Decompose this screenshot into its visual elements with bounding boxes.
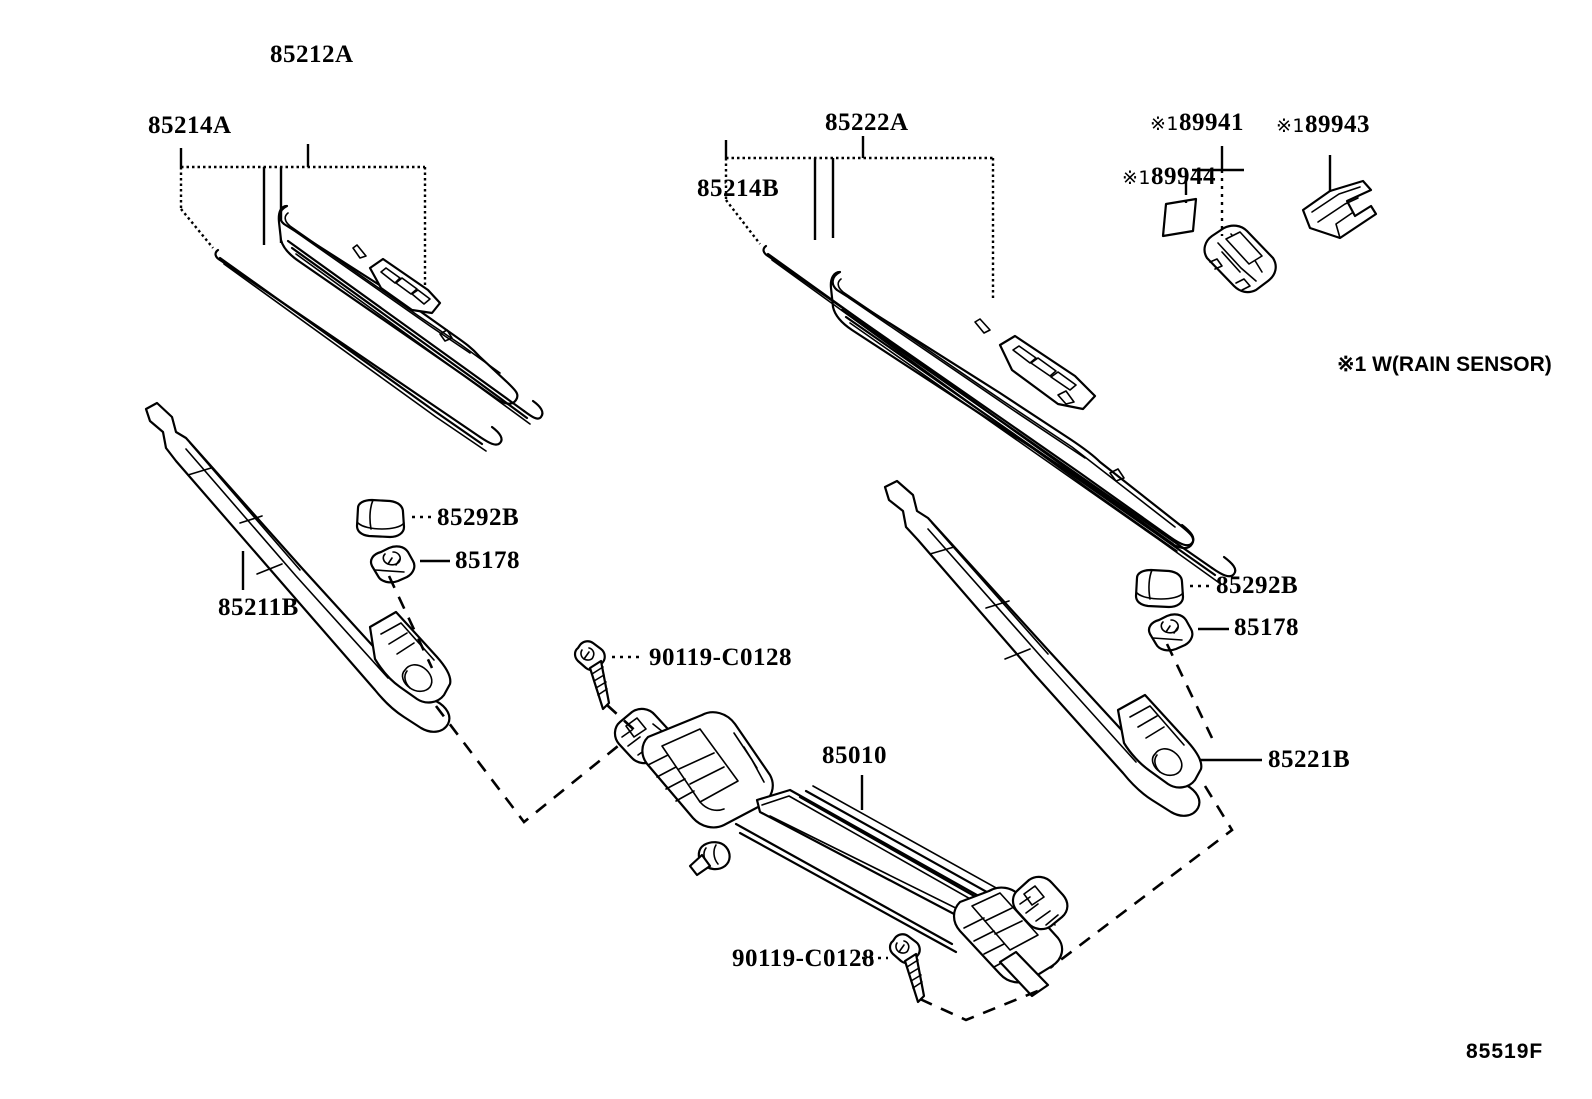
wiper-arm-left [144,401,452,733]
label-89943: ※189943 [1276,112,1370,137]
label-89941: ※189941 [1150,110,1244,135]
label-85292b-left: 85292B [437,504,520,531]
label-90119-top: 90119-C0128 [649,644,792,671]
wiper-arm-right [883,479,1203,817]
footnote-mark-89943: ※1 [1276,115,1306,137]
wiper-motor-linkage-85010 [613,707,1069,998]
assembly-dashed-lines [387,575,1234,1022]
cap-right-85292b [1134,568,1185,609]
rain-sensor-parts [1161,146,1378,294]
label-85178-left: 85178 [455,547,520,574]
footnote-rain-sensor: ※1 W(RAIN SENSOR) [1337,353,1552,376]
footnote-mark-89941: ※1 [1150,113,1180,135]
label-85214b: 85214B [697,175,780,202]
label-89943-text: 89943 [1305,111,1371,138]
bracket-right-blade-group [724,136,995,300]
label-85211b: 85211B [218,594,299,621]
label-85292b-right: 85292B [1216,572,1299,599]
label-85212a: 85212A [270,41,354,68]
nut-right-85178 [1147,613,1194,652]
label-85221b: 85221B [1268,746,1351,773]
nut-left-85178 [369,545,416,584]
label-90119-bottom: 90119-C0128 [732,945,875,972]
label-89944-text: 89944 [1151,163,1217,190]
footnote-mark-89944: ※1 [1122,167,1152,189]
wiper-blade-right [762,244,1237,583]
cap-left-85292b [355,498,406,539]
label-85178-right: 85178 [1234,614,1299,641]
label-85010: 85010 [822,742,887,769]
label-85214a: 85214A [148,112,232,139]
wiper-blade-left [214,204,544,452]
screw-bottom-90119 [888,933,926,1004]
label-89941-text: 89941 [1179,109,1245,136]
diagram-code: 85519F [1466,1040,1544,1063]
screw-top-90119 [573,640,611,711]
label-85222a: 85222A [825,109,909,136]
label-89944: ※189944 [1122,164,1216,189]
